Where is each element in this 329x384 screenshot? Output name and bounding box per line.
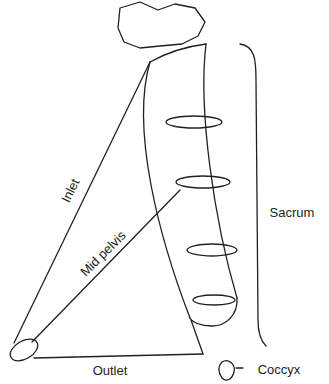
coccyx-label: Coccyx [258,363,301,376]
inlet-label: Inlet [59,176,81,204]
sacrum-label: Sacrum [270,206,315,219]
outlet-label: Outlet [93,364,128,377]
mid-pelvis-label: Mid pelvis [78,228,128,278]
